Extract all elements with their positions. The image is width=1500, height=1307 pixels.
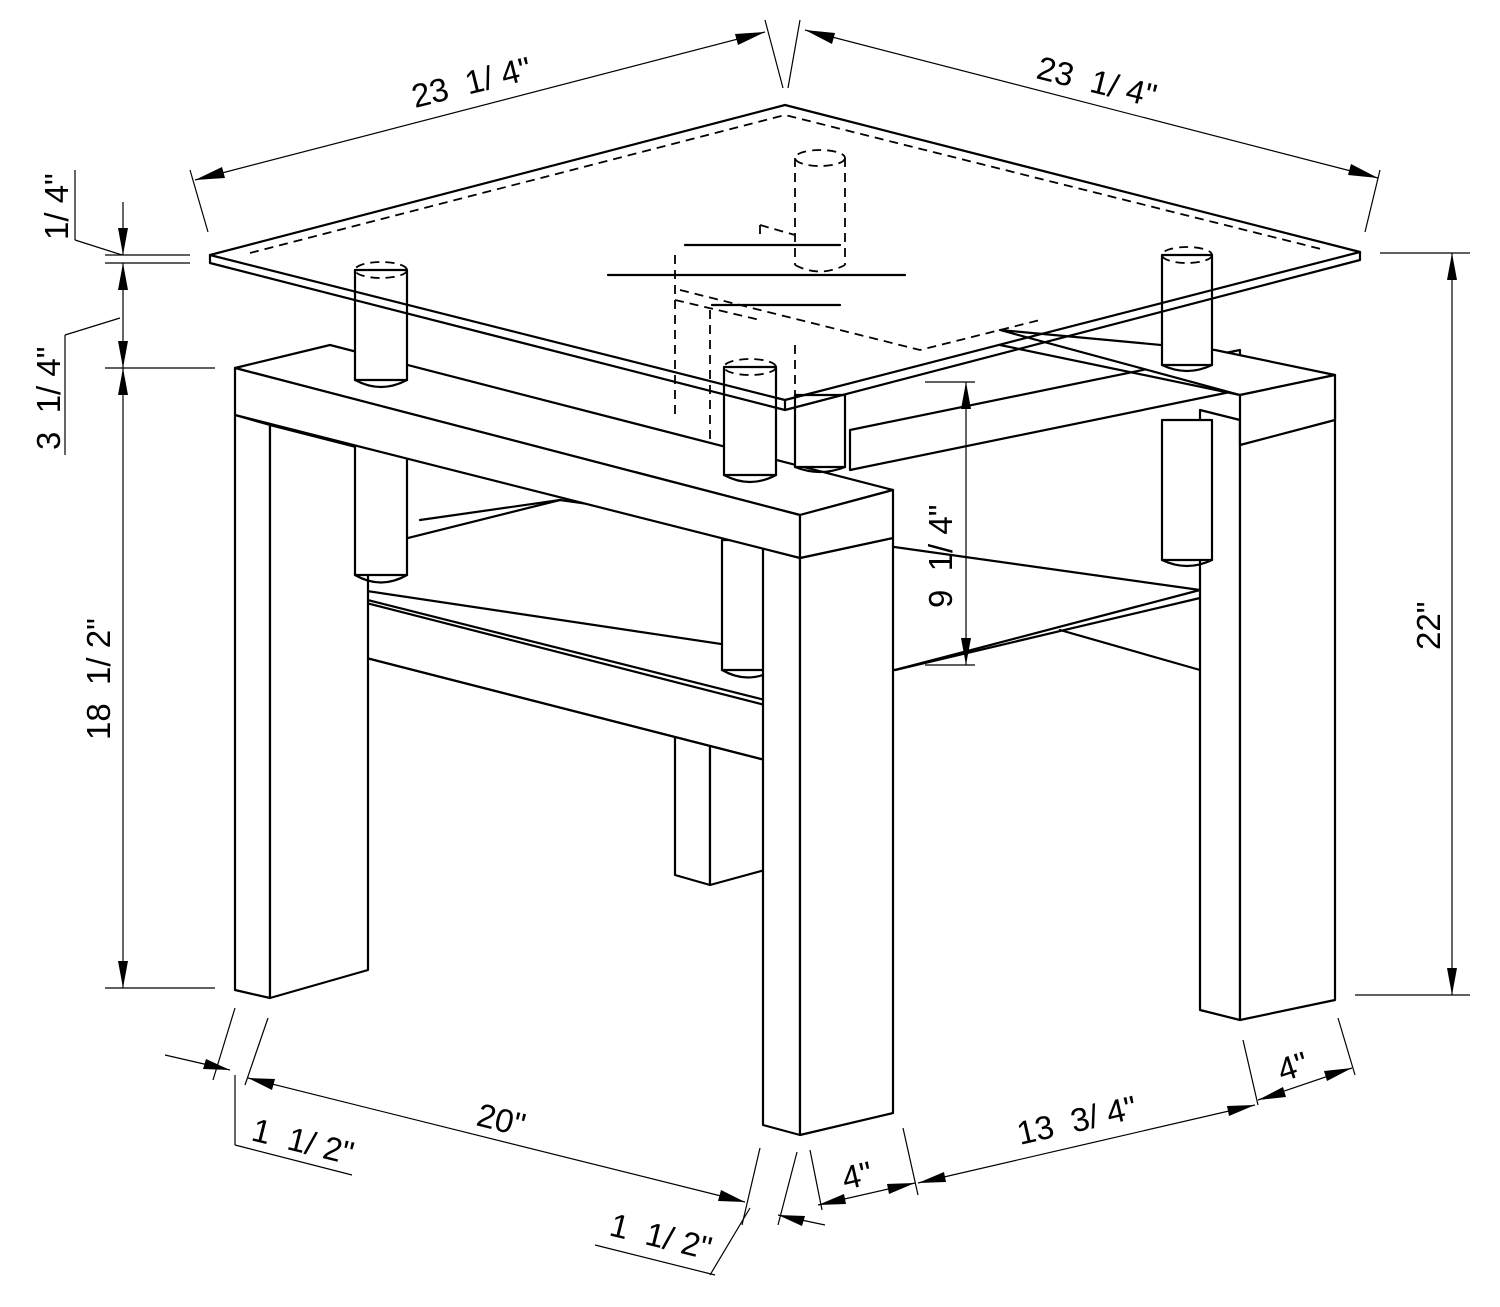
- label-top-width-right: 23 1/ 4": [1033, 49, 1160, 114]
- label-leg-width-front: 4": [838, 1154, 876, 1197]
- dimension-lines: [64, 19, 1470, 1276]
- label-leg-height: 18 1/ 2": [80, 618, 117, 740]
- label-glass-thickness: 1/ 4": [38, 173, 75, 240]
- label-shelf-clearance: 9 1/ 4": [922, 505, 959, 608]
- right-leg: [1198, 398, 1337, 1022]
- hidden-details: [354, 149, 1213, 465]
- dimension-labels: 23 1/ 4" 23 1/ 4" 1/ 4" 3 1/ 4" 18 1/ 2"…: [30, 49, 1447, 1267]
- label-apron-height: 3 1/ 4": [30, 347, 67, 450]
- label-top-width-left: 23 1/ 4": [408, 49, 535, 114]
- front-leg: [761, 536, 895, 1137]
- glass-tabletop: [208, 103, 1362, 412]
- label-inset-front-right: 1 1/ 2": [606, 1206, 715, 1267]
- label-side-span: 13 3/ 4": [1013, 1088, 1140, 1151]
- label-total-height: 22": [1410, 602, 1447, 650]
- table-drawing: [208, 103, 1362, 1137]
- label-leg-width-side: 4": [1273, 1044, 1313, 1088]
- left-leg: [233, 413, 370, 1000]
